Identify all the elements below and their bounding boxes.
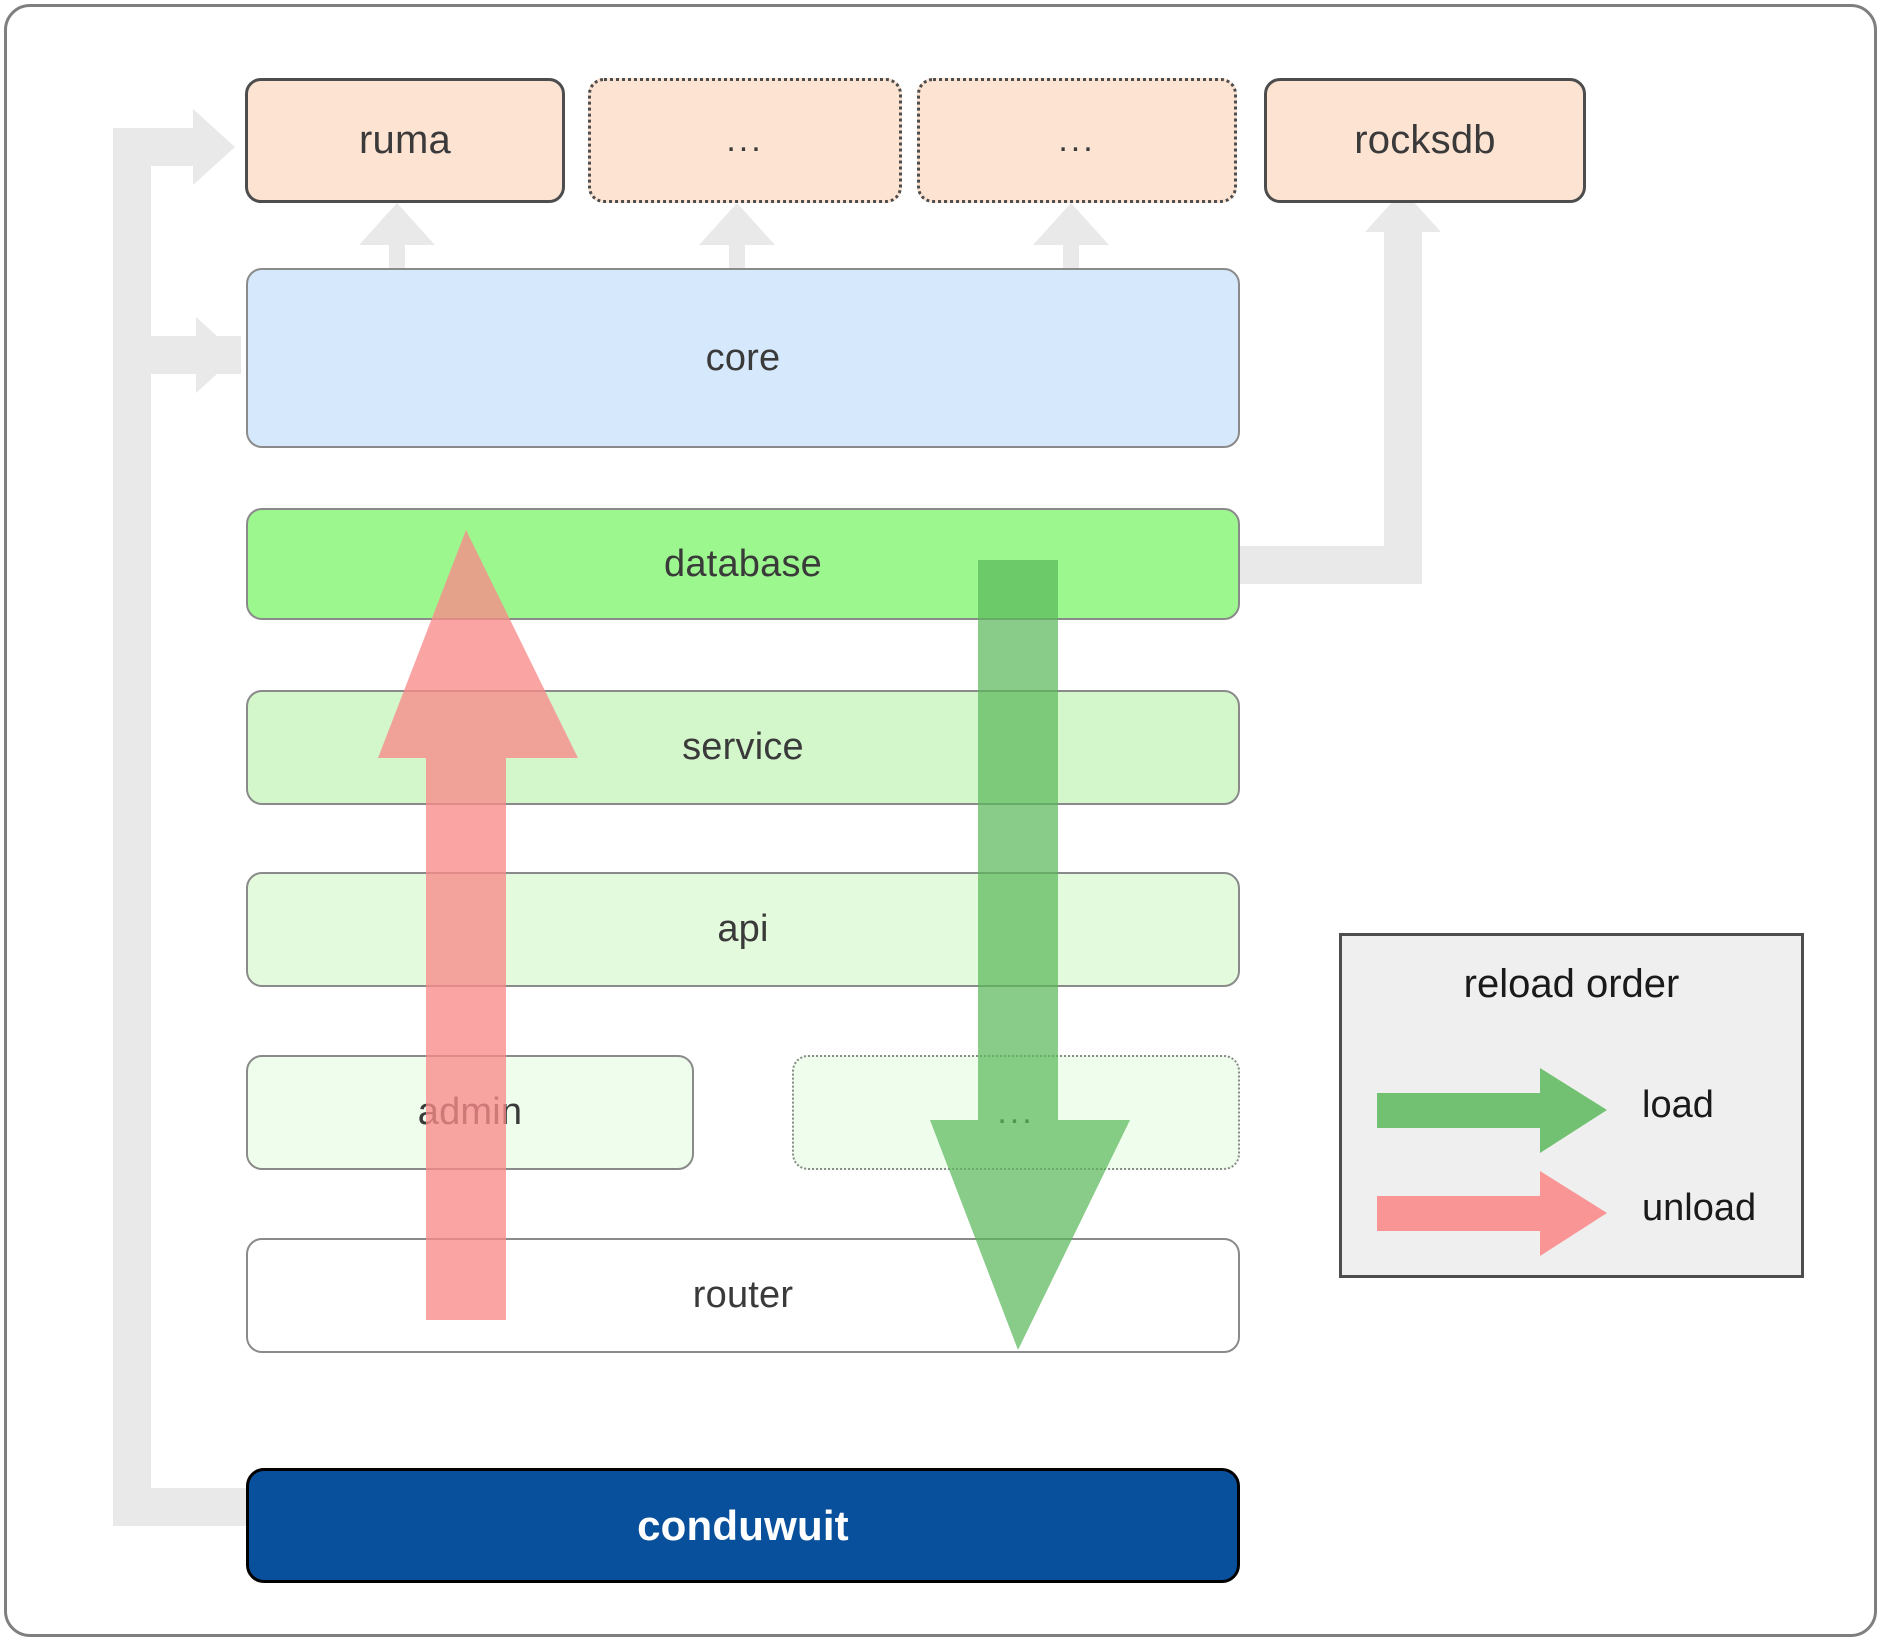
layer-box-api[interactable]: api [246,872,1240,987]
dependency-box-rocksdb[interactable]: rocksdb [1264,78,1586,203]
legend-unload-label: unload [1642,1187,1757,1229]
legend-panel: reload order load unload [1339,933,1804,1278]
layer-box-database[interactable]: database [246,508,1240,620]
layer-label-api: api [717,908,769,950]
dependency-label-placeholder-2: ... [1058,120,1096,159]
dependency-box-placeholder-1[interactable]: ... [588,78,902,203]
layer-label-core: core [705,336,781,379]
layer-box-core[interactable]: core [246,268,1240,448]
legend-unload-arrow [1377,1171,1607,1256]
unload-arrow-up [378,530,578,1320]
connector-to-conduwuit [113,1488,253,1526]
app-label-conduwuit: conduwuit [637,1501,849,1549]
connector-trunk-vertical [113,128,151,1526]
connector-core-to-ruma-arrow [359,203,435,245]
connector-to-core-arrow [196,317,238,393]
dependency-box-ruma[interactable]: ruma [245,78,565,203]
connector-to-ruma-arrow [193,109,235,185]
legend-title: reload order [1463,962,1680,1006]
app-box-conduwuit[interactable]: conduwuit [246,1468,1240,1583]
legend-load-label: load [1642,1084,1714,1126]
layer-label-router: router [692,1274,794,1316]
layer-label-service: service [682,726,804,768]
connector-core-to-dep2-arrow [699,203,775,245]
legend-load-arrow [1377,1068,1607,1153]
dependency-label-ruma: ruma [359,118,451,162]
layer-box-router[interactable]: router [246,1238,1240,1353]
load-arrow-down [930,560,1130,1350]
connector-core-to-dep3-arrow [1033,203,1109,245]
dependency-label-rocksdb: rocksdb [1354,118,1496,162]
layer-label-database: database [664,542,822,585]
dependency-box-placeholder-2[interactable]: ... [917,78,1237,203]
connector-to-ruma-stem [113,128,203,166]
connector-db-to-rocksdb-v [1384,228,1422,558]
dependency-label-placeholder-1: ... [726,120,764,159]
